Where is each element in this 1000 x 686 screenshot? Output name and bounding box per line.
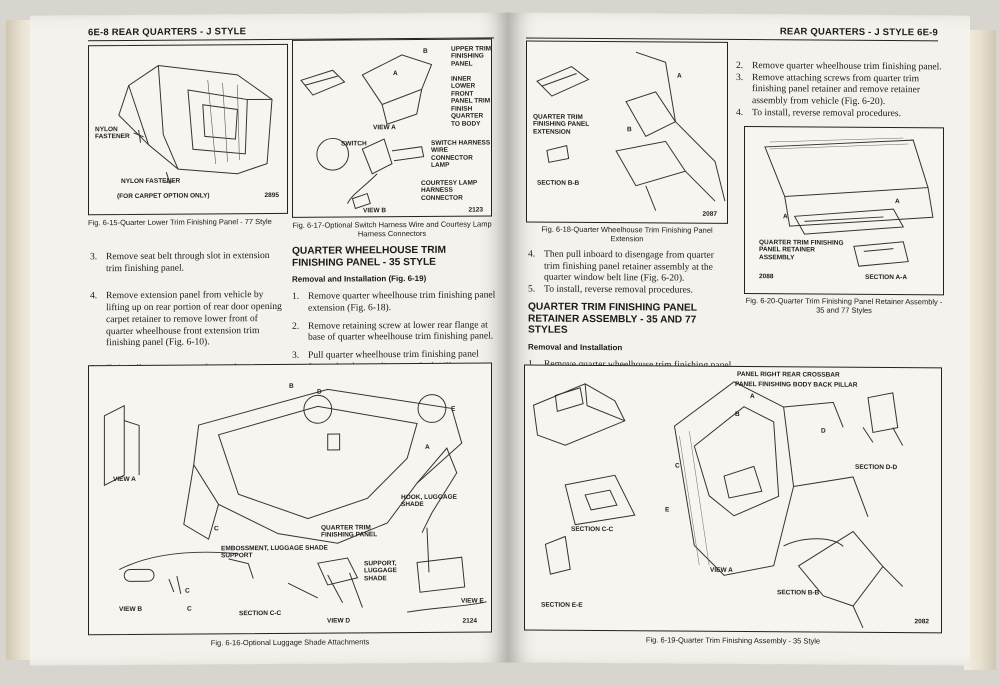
label-upper-trim: UPPER TRIM FINISHING PANEL <box>451 45 492 68</box>
label-e: E <box>451 405 456 413</box>
figure-6-18-drawing <box>536 51 726 211</box>
label-view-e: VIEW E <box>461 597 484 605</box>
label-c: C <box>675 462 680 470</box>
label-b: B <box>627 126 632 134</box>
left-column-text: 3.Remove seat belt through slot in exten… <box>90 250 286 381</box>
label-b: B <box>735 410 740 419</box>
label-d: D <box>317 388 322 396</box>
label-courtesy-lamp: COURTESY LAMP HARNESS CONNECTOR <box>421 179 478 202</box>
label-view-a: VIEW A <box>710 566 733 574</box>
figure-6-18: QUARTER TRIM FINISHING PANEL EXTENSION S… <box>526 40 728 224</box>
label-a: A <box>750 393 755 401</box>
label-section-b-b: SECTION B-B <box>537 179 580 187</box>
figure-6-19-drawing <box>532 381 904 629</box>
figure-6-17: UPPER TRIM FINISHING PANEL INNER LOWER F… <box>292 38 492 218</box>
label-section-c-c: SECTION C-C <box>239 609 282 618</box>
label-nylon-fastener-1: NYLON FASTENER <box>95 126 130 141</box>
label-switch: SWITCH <box>341 140 367 148</box>
label-hook-luggage-shade: HOOK, LUGGAGE SHADE <box>401 493 457 509</box>
label-panel-finishing-pillar: PANEL FINISHING BODY BACK PILLAR <box>735 380 858 389</box>
figure-6-20-number: 2088 <box>759 273 774 281</box>
right-page-header: REAR QUARTERS - J STYLE 6E-9 <box>526 24 938 42</box>
label-quarter-trim-extension: QUARTER TRIM FINISHING PANEL EXTENSION <box>533 113 590 136</box>
label-a-1: A <box>783 213 788 221</box>
label-inner-lower-front: INNER LOWER FRONT PANEL TRIM FINISH QUAR… <box>451 75 491 128</box>
label-panel-right-rear-crossbar: PANEL RIGHT REAR CROSSBAR <box>737 370 840 379</box>
label-nylon-fastener-2: NYLON FASTENER <box>121 177 181 186</box>
figure-6-20-drawing <box>764 137 934 267</box>
figure-6-20: QUARTER TRIM FINISHING PANEL RETAINER AS… <box>744 126 944 296</box>
figure-6-16-number: 2124 <box>462 617 477 625</box>
label-view-b: VIEW B <box>119 605 143 614</box>
figure-6-15-drawing <box>118 65 273 185</box>
label-section-d-d: SECTION D-D <box>855 463 898 472</box>
figure-6-16: VIEW A B D E A C QUARTER TRIM FINISHING … <box>88 362 492 636</box>
figure-6-18-number: 2087 <box>702 210 717 218</box>
label-lamp: LAMP <box>431 161 450 169</box>
figure-6-15: NYLON FASTENER NYLON FASTENER (FOR CARPE… <box>88 43 288 216</box>
step-right-mid-5: 5.To install, reverse removal procedures… <box>528 283 694 296</box>
label-a-2: A <box>895 198 900 206</box>
label-section-c-c: SECTION C-C <box>571 525 614 534</box>
wheelhouse-section-subtitle: Removal and Installation (Fig. 6-19) <box>292 274 427 285</box>
label-b: B <box>423 47 428 55</box>
figure-6-17-drawing <box>300 54 433 210</box>
label-retainer-assembly: QUARTER TRIM FINISHING PANEL RETAINER AS… <box>759 239 844 262</box>
label-c-3: C <box>187 605 192 613</box>
label-carpet-option: (FOR CARPET OPTION ONLY) <box>117 192 210 201</box>
label-c-2: C <box>185 587 190 595</box>
retainer-section-title: QUARTER TRIM FINISHING PANEL RETAINER AS… <box>528 301 697 337</box>
figure-6-16-caption: Fig. 6-16-Optional Luggage Shade Attachm… <box>210 637 370 648</box>
right-page: REAR QUARTERS - J STYLE 6E-9 QUARTER TRI… <box>508 12 970 666</box>
figure-6-15-number: 2895 <box>264 191 279 200</box>
step-right-mid-4: 4.Then pull inboard to disengage from qu… <box>528 248 714 285</box>
figure-6-16-drawing <box>103 388 487 613</box>
wheelhouse-step-1: 1.Remove quarter wheelhouse trim finishi… <box>292 289 496 314</box>
label-c: C <box>214 525 219 533</box>
label-view-d: VIEW D <box>327 617 351 625</box>
figure-6-17-caption: Fig. 6-17-Optional Switch Harness Wire a… <box>292 219 492 239</box>
label-a: A <box>425 443 430 451</box>
label-d: D <box>821 427 826 435</box>
label-support-luggage-shade: SUPPORT, LUGGAGE SHADE <box>364 560 397 583</box>
label-b: B <box>289 382 294 390</box>
label-view-b: VIEW B <box>363 207 387 215</box>
retainer-section-subtitle: Removal and Installation <box>528 342 623 353</box>
figure-6-17-number: 2123 <box>468 206 483 214</box>
right-top-steps: 2.Remove quarter wheelhouse trim finishi… <box>736 60 942 126</box>
label-section-a-a: SECTION A-A <box>865 273 908 282</box>
step-left-3: 3.Remove seat belt through slot in exten… <box>90 249 270 274</box>
label-view-a: VIEW A <box>113 475 136 484</box>
left-page: 6E-8 REAR QUARTERS - J STYLE NYLON FASTE… <box>30 12 508 666</box>
wheelhouse-section-title: QUARTER WHEELHOUSE TRIM FINISHING PANEL … <box>292 244 446 269</box>
label-quarter-trim-panel: QUARTER TRIM FINISHING PANEL <box>321 524 378 540</box>
label-e: E <box>665 506 670 514</box>
label-section-b-b: SECTION B-B <box>777 589 820 597</box>
figure-6-19: PANEL RIGHT REAR CROSSBAR PANEL FINISHIN… <box>524 364 942 634</box>
label-switch-harness: SWITCH HARNESS WIRE CONNECTOR <box>431 139 491 162</box>
figure-6-20-caption: Fig. 6-20-Quarter Trim Finishing Panel R… <box>745 296 943 315</box>
figure-6-18-caption: Fig. 6-18-Quarter Wheelhouse Trim Finish… <box>541 224 713 244</box>
figure-6-15-caption: Fig. 6-15-Quarter Lower Trim Finishing P… <box>88 216 272 228</box>
label-embossment: EMBOSSMENT, LUGGAGE SHADE SUPPORT <box>221 544 328 560</box>
label-a: A <box>677 72 682 80</box>
label-a: A <box>393 70 398 78</box>
label-section-e-e: SECTION E-E <box>541 601 583 609</box>
figure-6-19-caption: Fig. 6-19-Quarter Trim Finishing Assembl… <box>645 635 821 646</box>
wheelhouse-step-2: 2.Remove retaining screw at lower rear f… <box>292 319 494 344</box>
step-left-4: 4.Remove extension panel from vehicle by… <box>90 289 282 349</box>
step-right-3: 3.Remove attaching screws from quarter t… <box>736 71 921 108</box>
figure-6-19-number: 2082 <box>914 618 929 626</box>
step-right-4: 4.To install, reverse removal procedures… <box>736 106 902 119</box>
label-view-a: VIEW A <box>373 124 396 132</box>
